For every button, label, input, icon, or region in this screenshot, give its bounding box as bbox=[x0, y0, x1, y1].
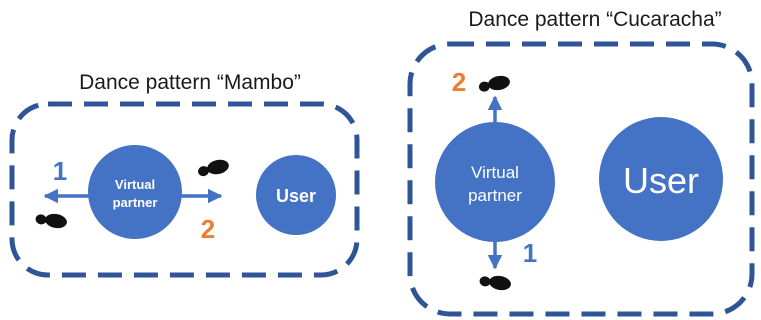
mambo-step-2-label: 2 bbox=[201, 214, 215, 244]
cucaracha-step-2-label: 2 bbox=[452, 67, 466, 97]
mambo-virtual-partner-circle bbox=[88, 145, 182, 239]
cucaracha-dashed-frame bbox=[407, 41, 755, 317]
mambo-left-footprint-icon bbox=[34, 210, 69, 230]
mambo-partner-label-line2: partner bbox=[113, 195, 158, 210]
cucaracha-virtual-partner-circle bbox=[435, 122, 555, 242]
mambo-step-1-label: 1 bbox=[53, 156, 67, 186]
cucaracha-user-label: User bbox=[623, 160, 699, 201]
mambo-partner-label-line1: Virtual bbox=[115, 177, 155, 192]
mambo-panel: Dance pattern “Mambo” Virtual partner Us… bbox=[9, 71, 360, 278]
cucaracha-top-footprint-icon bbox=[477, 74, 512, 94]
cucaracha-partner-label-line2: partner bbox=[468, 186, 522, 205]
cucaracha-partner-label-line1: Virtual bbox=[471, 163, 519, 182]
mambo-title: Dance pattern “Mambo” bbox=[79, 71, 301, 94]
mambo-user-label: User bbox=[276, 186, 316, 206]
mambo-dashed-frame bbox=[9, 101, 360, 278]
cucaracha-panel: Dance pattern “Cucaracha” Virtual partne… bbox=[407, 8, 755, 317]
cucaracha-step-1-label: 1 bbox=[523, 238, 537, 268]
mambo-user-circle bbox=[256, 155, 336, 235]
cucaracha-title: Dance pattern “Cucaracha” bbox=[468, 8, 721, 31]
mambo-right-footprint-icon bbox=[196, 157, 231, 179]
cucaracha-bottom-footprint-icon bbox=[478, 272, 513, 292]
cucaracha-user-circle bbox=[599, 117, 723, 241]
